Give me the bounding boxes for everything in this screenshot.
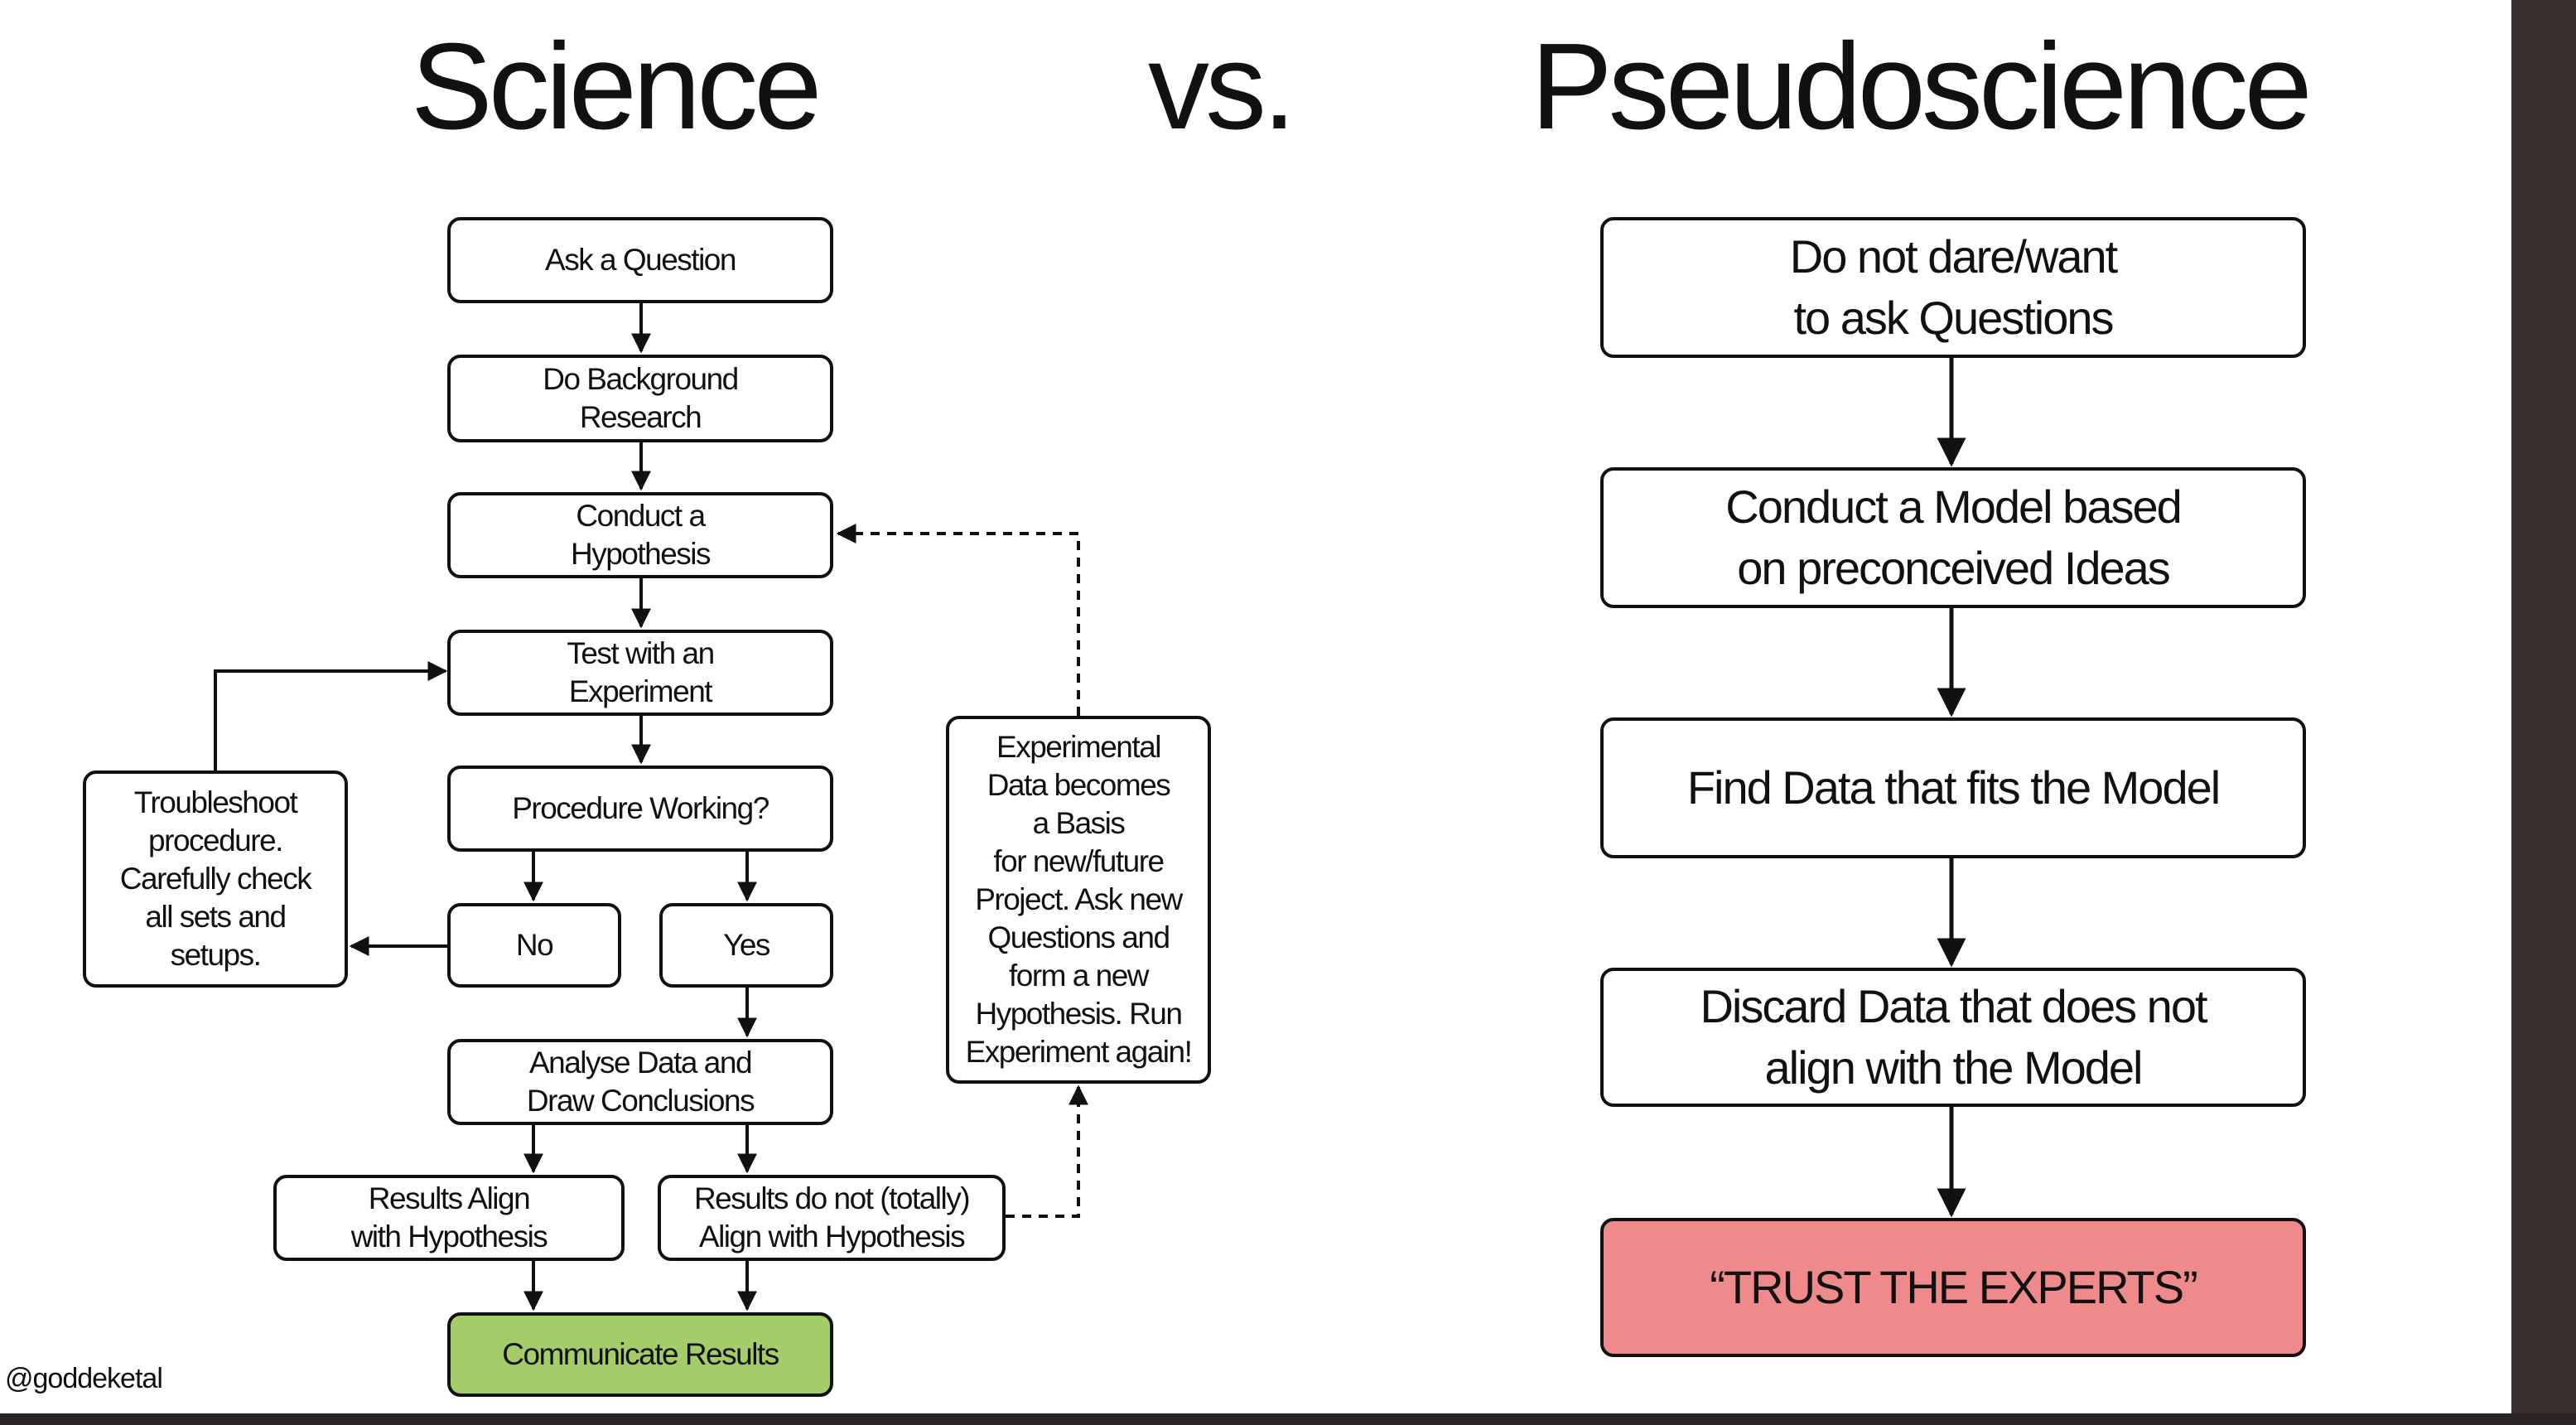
- yes-box: Yes: [659, 903, 833, 988]
- experiment-box: Test with an Experiment: [447, 630, 833, 716]
- no-box: No: [447, 903, 621, 988]
- author-handle: @goddeketal: [5, 1363, 163, 1394]
- arrow-experimental-to-hypothesis: [836, 524, 1080, 716]
- arrow-troubleshoot-to-test: [214, 661, 448, 770]
- vs-title: vs.: [1148, 18, 1296, 155]
- pseudoscience-title: Pseudoscience: [1531, 18, 2313, 155]
- diagram-canvas: Science vs. Pseudoscience: [0, 0, 2511, 1413]
- bottom-frame-strip: [0, 1413, 2576, 1425]
- hypothesis-box: Conduct a Hypothesis: [447, 492, 833, 578]
- find-data-box: Find Data that fits the Model: [1600, 717, 2306, 858]
- analyse-data-box: Analyse Data and Draw Conclusions: [447, 1039, 833, 1125]
- experimental-data-box: Experimental Data becomes a Basis for ne…: [946, 716, 1211, 1084]
- results-align-box: Results Align with Hypothesis: [273, 1175, 625, 1261]
- communicate-results-box: Communicate Results: [447, 1312, 833, 1397]
- trust-experts-box: “TRUST THE EXPERTS”: [1600, 1218, 2306, 1357]
- science-title: Science: [411, 18, 822, 155]
- arrow-not-align-to-experimental: [1006, 1084, 1088, 1218]
- conduct-model-box: Conduct a Model based on preconceived Id…: [1600, 467, 2306, 608]
- results-not-align-box: Results do not (totally) Align with Hypo…: [658, 1175, 1006, 1261]
- troubleshoot-box: Troubleshoot procedure. Carefully check …: [83, 770, 348, 988]
- procedure-working-box: Procedure Working?: [447, 766, 833, 852]
- ask-question-box: Ask a Question: [447, 217, 833, 303]
- discard-data-box: Discard Data that does not align with th…: [1600, 968, 2306, 1107]
- background-research-box: Do Background Research: [447, 355, 833, 442]
- dont-ask-questions-box: Do not dare/want to ask Questions: [1600, 217, 2306, 358]
- flow-connectors: [214, 303, 1966, 1311]
